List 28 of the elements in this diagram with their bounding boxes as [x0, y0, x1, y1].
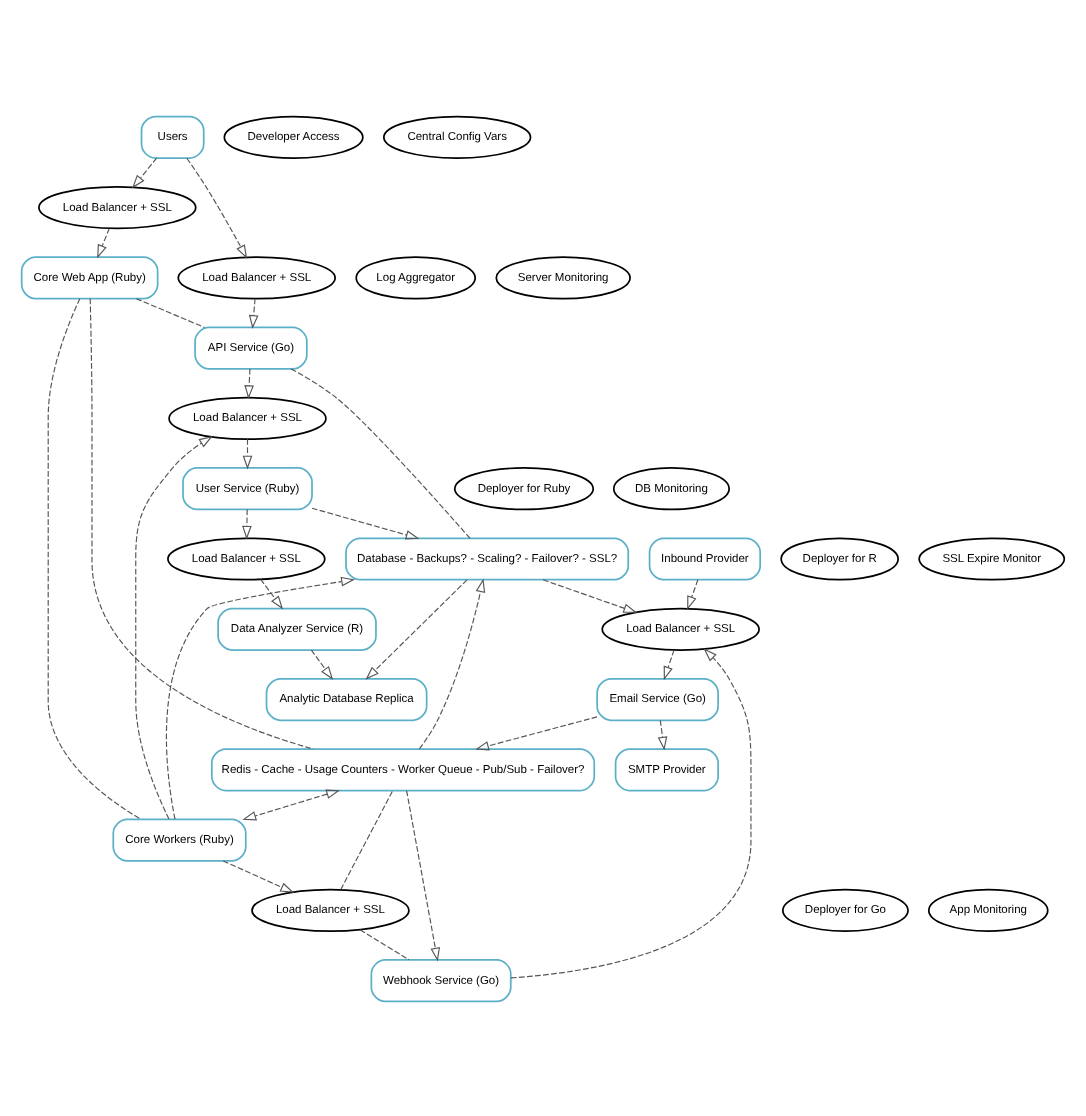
arrow [132, 156, 158, 188]
arrow [510, 647, 752, 978]
connector [340, 789, 394, 890]
connector [47, 297, 142, 819]
arrow [311, 506, 420, 539]
arrow [418, 577, 486, 749]
arrow [406, 789, 441, 961]
arrow [242, 507, 252, 539]
connector [290, 367, 471, 538]
arrow [663, 648, 675, 680]
arrow [260, 577, 284, 609]
arrow [365, 578, 468, 679]
connector [135, 297, 205, 327]
arrow [186, 156, 248, 258]
arrow [135, 435, 213, 819]
arrow [687, 578, 699, 609]
arrow [165, 575, 355, 819]
arrow [97, 226, 110, 258]
arrow [248, 297, 259, 328]
arrow [542, 578, 638, 612]
arrow [310, 648, 334, 679]
arrow [657, 718, 668, 750]
connector [359, 928, 410, 960]
arrow [242, 437, 253, 469]
arrow [242, 788, 341, 820]
arrow [475, 715, 598, 750]
arrow [244, 367, 254, 399]
arrow [222, 859, 295, 892]
